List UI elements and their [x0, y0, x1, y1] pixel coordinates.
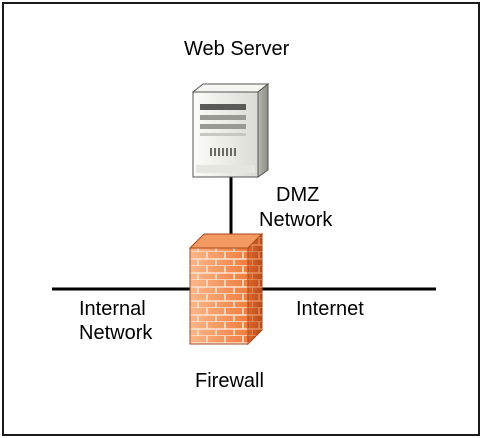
dmz-label-line2: Network	[259, 209, 333, 231]
firewall-icon	[188, 232, 264, 346]
server-icon	[191, 82, 270, 178]
internal-network-label-line1: Internal	[79, 298, 146, 320]
dmz-label-line1: DMZ	[276, 184, 320, 206]
internal-network-label-line2: Network	[79, 322, 153, 344]
web-server-label: Web Server	[184, 38, 290, 60]
internet-label: Internet	[296, 298, 364, 320]
firewall-label: Firewall	[195, 370, 264, 392]
